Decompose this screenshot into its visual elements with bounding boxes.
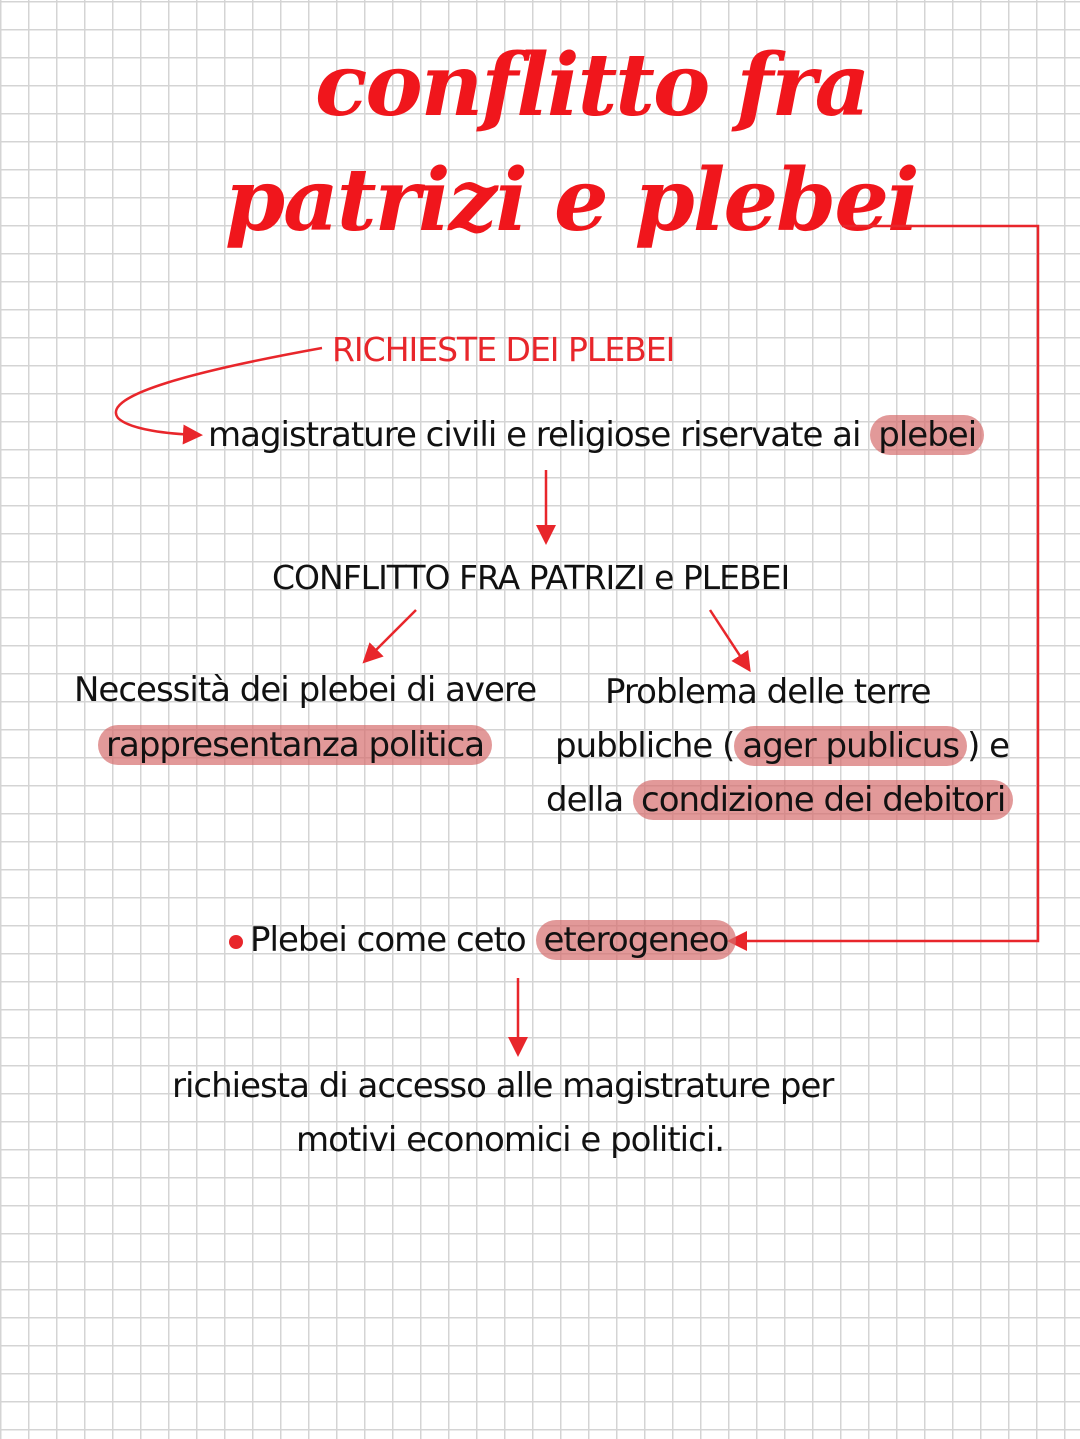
right-branch-line2: pubbliche (ager publicus) e: [555, 726, 1010, 766]
result-line2: motivi economici e politici.: [296, 1120, 725, 1160]
text: ) e: [967, 726, 1010, 766]
heading-richieste: RICHIESTE DEI PLEBEI: [332, 330, 675, 369]
left-branch-line1: Necessità dei plebei di avere: [74, 670, 537, 710]
result-line1: richiesta di accesso alle magistrature p…: [172, 1066, 834, 1106]
text: della: [546, 780, 634, 820]
highlight-eterogeneo: eterogeneo: [535, 920, 737, 960]
title-line-1: conflitto fra: [315, 35, 870, 136]
highlight-plebei: plebei: [870, 415, 985, 455]
text: pubbliche (: [555, 726, 735, 766]
text: Plebei come ceto: [250, 920, 536, 960]
bullet-plebei: Plebei come ceto eterogeneo: [250, 920, 737, 960]
item-magistrature: magistrature civili e religiose riservat…: [208, 415, 985, 455]
right-branch-line3: della condizione dei debitori: [546, 780, 1014, 820]
left-arrow: [362, 609, 417, 664]
highlight-ager-publicus: ager publicus: [734, 726, 968, 766]
heading-curve-arrow: [114, 346, 323, 445]
highlight-rappresentanza: rappresentanza politica: [98, 725, 493, 765]
conflict-heading: CONFLITTO FRA PATRIZI e PLEBEI: [272, 558, 790, 597]
right-arrow: [708, 609, 751, 673]
highlight-condizione-debitori: condizione dei debitori: [633, 780, 1014, 820]
bullet-dot: [229, 935, 243, 949]
title-to-bullet-arrow: [727, 224, 1040, 951]
left-branch-line2: rappresentanza politica: [98, 725, 493, 765]
right-branch-line1: Problema delle terre: [605, 672, 932, 712]
item-text: magistrature civili e religiose riservat…: [208, 415, 871, 455]
title-line-2: patrizi e plebei: [225, 150, 920, 251]
